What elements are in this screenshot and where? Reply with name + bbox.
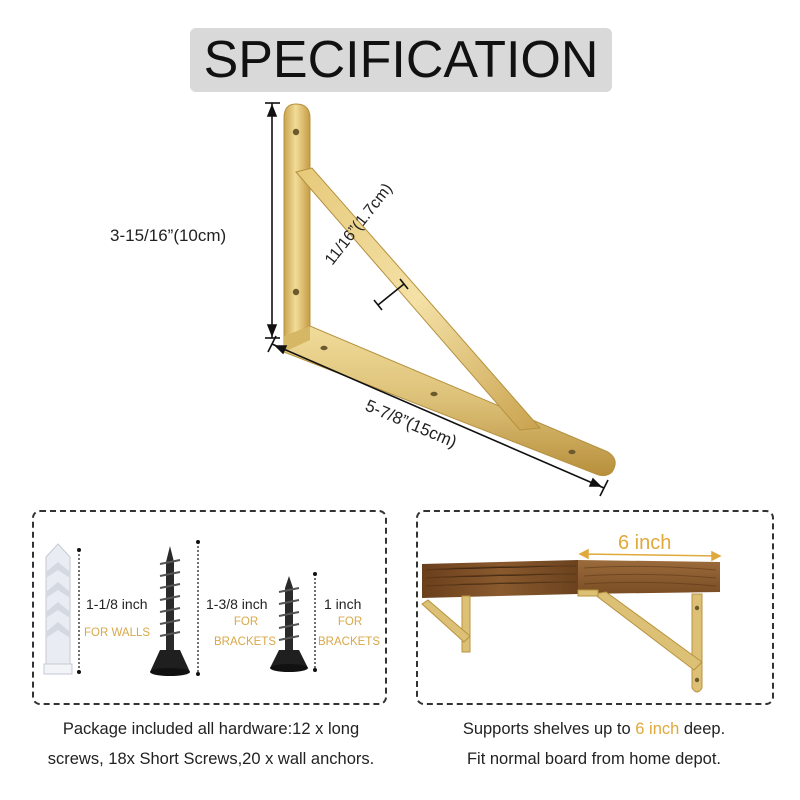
shelf-illustration	[421, 548, 722, 693]
length-dimension-line	[267, 335, 609, 497]
bracket-horizontal-arm	[283, 325, 616, 477]
height-dimension-label: 3-15/16”(10cm)	[110, 226, 227, 245]
shelf-panel: 6 inch	[416, 510, 774, 705]
height-dimension-line	[265, 102, 280, 339]
depth-label: 6 inch	[618, 532, 672, 554]
hole	[568, 449, 576, 455]
anchor-size-label: 1-1/8 inch	[86, 596, 148, 612]
page-title: SPECIFICATION	[203, 31, 599, 89]
bracket-vertical-arm	[283, 103, 311, 339]
short-screw-use-label-2: BRACKETS	[318, 636, 380, 648]
shelf-caption-line-1: Supports shelves up to 6 inch deep.	[462, 720, 726, 738]
long-screw-icon	[150, 546, 190, 676]
short-screw-use-label-1: FOR	[337, 616, 363, 628]
wall-anchor-icon	[43, 543, 73, 675]
shelf-board-front	[422, 560, 578, 598]
bracket-illustration	[265, 102, 616, 497]
hole	[292, 128, 300, 136]
right-bracket	[577, 589, 703, 693]
left-bracket	[421, 595, 471, 653]
title-banner: SPECIFICATION	[190, 28, 612, 92]
shelf-depth-highlight: 6 inch	[635, 720, 680, 738]
hole	[292, 288, 300, 296]
hardware-caption-line-1: Package included all hardware:12 x long	[62, 720, 360, 738]
shelf-board-end	[578, 560, 720, 594]
hardware-panel: 1-1/8 inch FOR WALLS 1-3/8 inch FOR BRAC…	[32, 510, 387, 705]
hardware-caption-line-2: screws, 18x Short Screws,20 x wall ancho…	[47, 750, 375, 768]
thickness-dimension-line	[373, 278, 409, 311]
bracket-diagonal-brace	[295, 167, 542, 431]
hole	[320, 345, 328, 351]
short-screw-size-label: 1 inch	[324, 596, 362, 612]
depth-dimension-line	[578, 548, 722, 562]
long-screw-size-label: 1-3/8 inch	[206, 596, 268, 612]
hole	[430, 391, 438, 397]
shelf-caption-line-2: Fit normal board from home depot.	[466, 750, 722, 768]
short-screw-icon	[270, 576, 308, 672]
anchor-use-label: FOR WALLS	[84, 627, 151, 639]
long-screw-use-label-1: FOR	[233, 616, 259, 628]
long-screw-use-label-2: BRACKETS	[214, 636, 276, 648]
hardware-illustration	[43, 540, 317, 676]
